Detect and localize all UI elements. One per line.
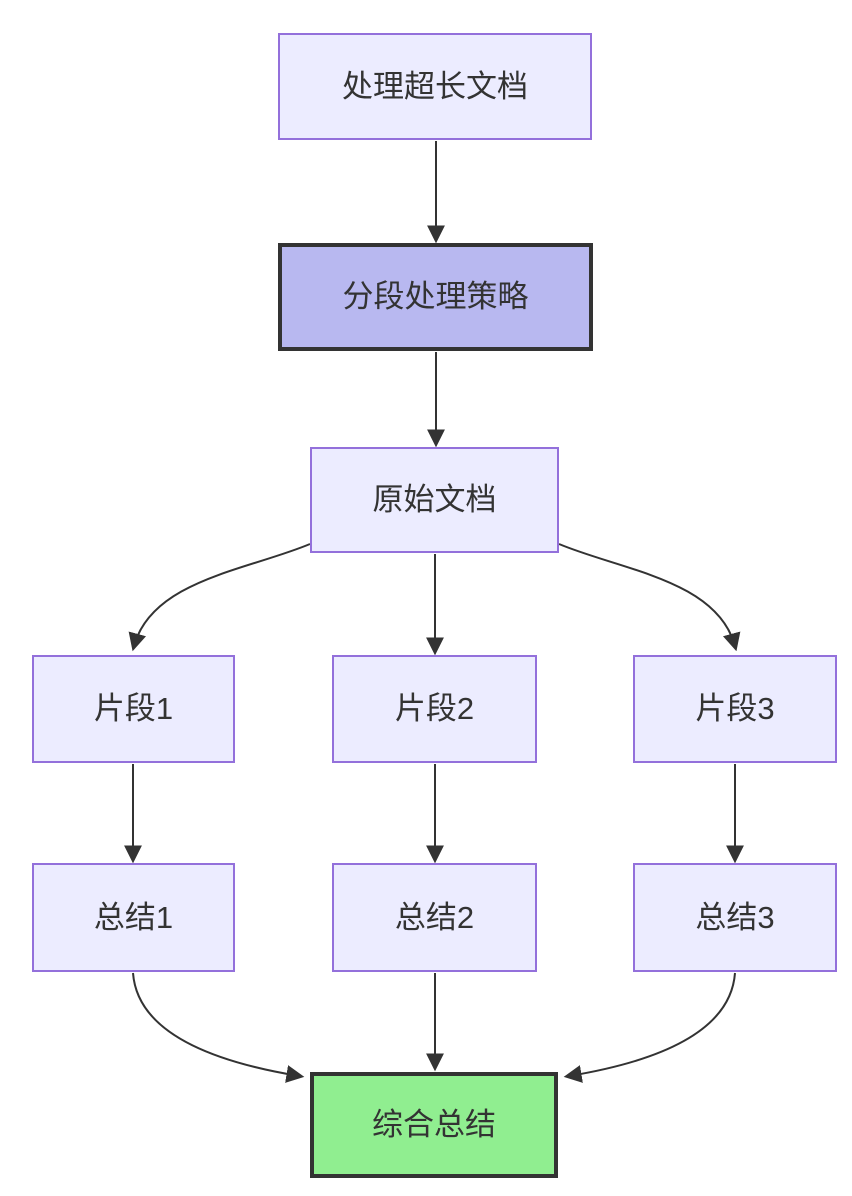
edge-sum3-final (563, 972, 736, 1083)
node-label: 片段3 (695, 691, 775, 727)
node-label: 总结3 (695, 899, 775, 935)
node-original-document: 原始文档 (310, 447, 559, 553)
node-segment-2: 片段2 (332, 655, 537, 763)
node-label: 片段1 (93, 691, 174, 727)
node-final-summary: 综合总结 (310, 1072, 558, 1178)
node-summary-1: 总结1 (32, 863, 235, 972)
node-summary-2: 总结2 (332, 863, 537, 972)
edge-doc-seg3 (558, 543, 741, 652)
node-label: 总结1 (93, 899, 174, 935)
node-label: 综合总结 (372, 1107, 496, 1143)
node-segment-1: 片段1 (32, 655, 235, 763)
node-label: 分段处理策略 (342, 279, 529, 315)
node-label: 总结2 (394, 899, 475, 935)
edge-sum1-final (132, 972, 305, 1083)
node-process-long-document: 处理超长文档 (278, 33, 592, 140)
node-label: 处理超长文档 (342, 68, 528, 104)
node-summary-3: 总结3 (633, 863, 837, 972)
node-segment-3: 片段3 (633, 655, 837, 763)
node-label: 片段2 (394, 691, 475, 727)
edge-doc-seg1 (128, 543, 311, 652)
node-label: 原始文档 (372, 482, 497, 518)
node-segmentation-strategy: 分段处理策略 (278, 243, 593, 351)
